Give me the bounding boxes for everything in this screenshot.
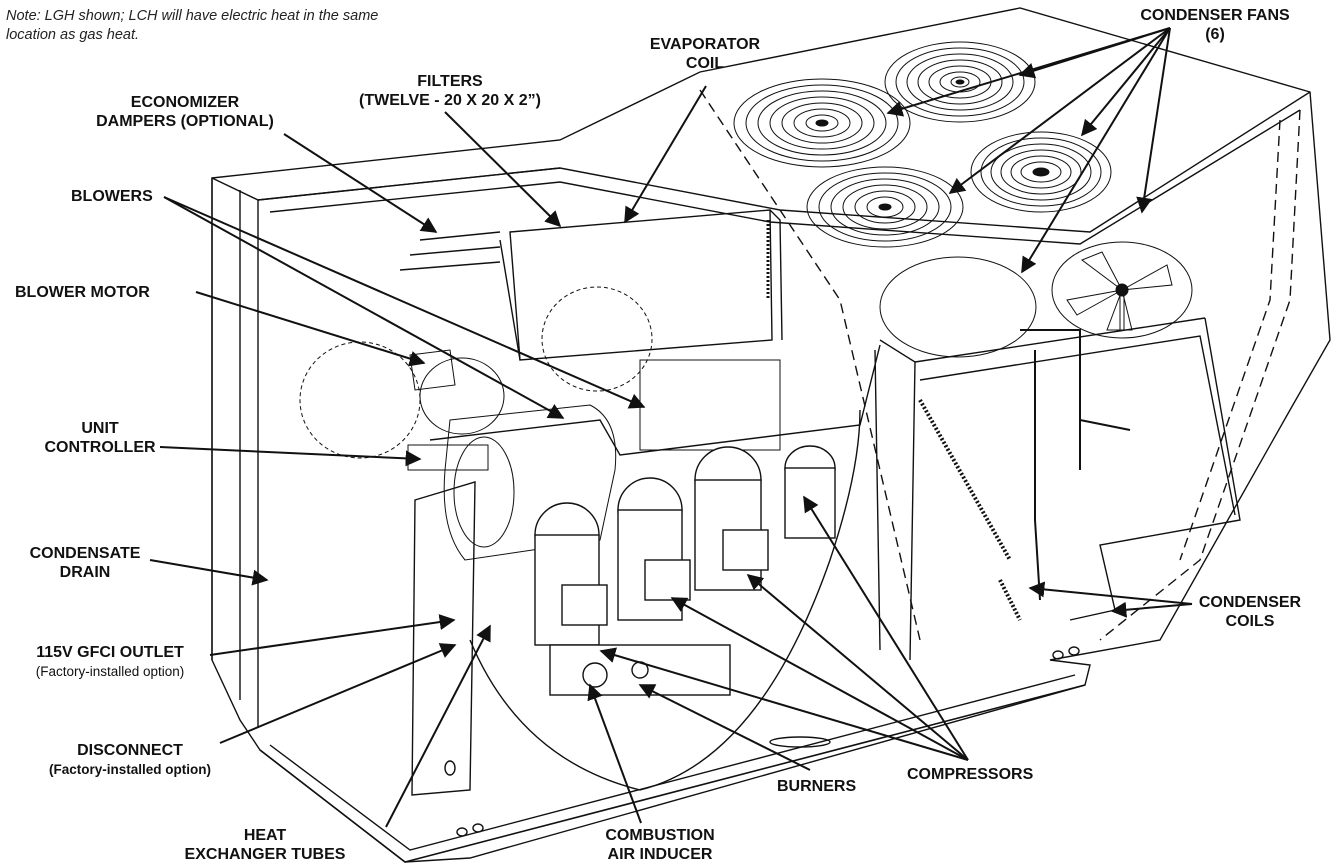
base-hole <box>1052 650 1064 660</box>
arrow-compressors <box>670 597 969 761</box>
label-unit-controller: UNIT CONTROLLER <box>44 420 156 456</box>
arrow-economizer <box>283 133 438 233</box>
arrow-condenser-fans <box>948 27 1171 194</box>
label-blowers: BLOWERS <box>71 188 153 205</box>
arrow-blower-motor <box>195 291 426 367</box>
label-evaporator-coil: EVAPORATOR COIL <box>649 36 761 72</box>
arrow-condenser-coils <box>1028 581 1193 605</box>
label-condenser-coils: CONDENSER COILS <box>1198 594 1302 630</box>
unit-controller-board <box>407 444 489 471</box>
control-panel <box>411 481 476 796</box>
leader-arrows <box>149 27 1193 828</box>
label-economizer: ECONOMIZER DAMPERS (OPTIONAL) <box>96 94 274 130</box>
heat-partition <box>429 344 881 456</box>
blower-motor <box>409 349 456 391</box>
diagram-note: Note: LGH shown; LCH will have electric … <box>6 7 378 45</box>
evaporator-coil-front <box>499 209 783 361</box>
arrow-condenser-fans <box>1080 27 1171 137</box>
arrow-condenser-fans <box>1018 27 1171 79</box>
condenser-coil-edge <box>1099 109 1301 641</box>
note-line-1: Note: LGH shown; LCH will have electric … <box>6 8 379 24</box>
compressor <box>784 445 836 539</box>
center-partition <box>874 339 916 661</box>
label-disconnect: DISCONNECT (Factory-installed option) <box>49 742 211 777</box>
arrow-evaporator-coil <box>624 85 707 224</box>
arrow-heat-exchanger <box>385 624 491 828</box>
coil-strip-2 <box>998 579 1022 621</box>
arrow-condensate-drain <box>149 559 269 586</box>
blower-wheel <box>299 341 421 459</box>
blower-wheel <box>419 357 505 435</box>
arrow-compressors <box>746 573 969 761</box>
base-slot <box>769 736 831 748</box>
panel-hole <box>444 760 456 776</box>
compressor <box>534 502 608 646</box>
arrow-compressors <box>599 647 969 761</box>
arrow-disconnect <box>219 643 457 744</box>
base-hole <box>1068 646 1080 656</box>
cabinet-base-inner <box>269 674 1076 851</box>
compressor <box>694 446 769 591</box>
base-hole <box>456 827 468 837</box>
arrow-gfci-outlet <box>209 614 456 656</box>
label-filters: FILTERS (TWELVE - 20 X 20 X 2”) <box>359 73 541 109</box>
coil-strip <box>918 399 1012 561</box>
condenser-fan <box>733 78 911 168</box>
compressors <box>534 445 836 696</box>
label-gfci-outlet: 115V GFCI OUTLET (Factory-installed opti… <box>35 644 185 679</box>
blower-housing <box>443 404 617 561</box>
condenser-coil-edge-2 <box>1179 119 1281 561</box>
condenser-fan <box>884 41 1036 123</box>
arrow-blowers <box>163 196 646 409</box>
condenser-fan-blade <box>1051 241 1193 339</box>
condenser-fan <box>970 131 1112 213</box>
top-rim <box>257 91 1311 233</box>
condenser-fan <box>806 166 964 248</box>
label-compressors: COMPRESSORS <box>907 766 1034 783</box>
condenser-fan-opening <box>879 256 1037 358</box>
arrow-condenser-fans <box>1021 27 1171 274</box>
compressor <box>617 477 691 621</box>
base-hole <box>472 823 484 833</box>
arrow-burners <box>638 684 811 771</box>
label-blower-motor: BLOWER MOTOR <box>15 284 150 301</box>
filter-rack <box>399 231 501 271</box>
label-combustion-inducer: COMBUSTION AIR INDUCER <box>605 827 715 863</box>
note-line-2: location as gas heat. <box>6 27 140 43</box>
label-condensate-drain: CONDENSATE DRAIN <box>29 545 141 581</box>
unit-cabinet <box>211 7 1331 863</box>
arrow-blowers <box>163 196 565 419</box>
arrow-unit-controller <box>159 446 422 467</box>
burner-assembly <box>549 644 731 696</box>
right-inner <box>919 335 1236 516</box>
label-condenser-fans: CONDENSER FANS (6) <box>1140 7 1290 43</box>
interior-components <box>299 220 1131 621</box>
arrow-condenser-fans <box>1136 27 1171 214</box>
cabinet-top-outline <box>211 7 1331 863</box>
arrow-condenser-coils <box>1110 601 1193 618</box>
arrow-combustion-inducer <box>587 683 642 824</box>
evaporator-coil-box <box>509 209 773 361</box>
piping <box>1020 329 1131 601</box>
condenser-coil-edge-3 <box>699 89 921 641</box>
heat-section-curve <box>469 409 861 791</box>
arrow-filters <box>444 111 562 228</box>
arrow-compressors <box>803 495 969 761</box>
blower-wheel <box>541 286 653 392</box>
condenser-fans <box>733 41 1193 358</box>
label-burners: BURNERS <box>777 778 857 795</box>
label-heat-exchanger: HEAT EXCHANGER TUBES <box>184 827 346 863</box>
control-board <box>639 359 781 451</box>
blower-outlet <box>453 436 515 548</box>
cabinet-base <box>259 684 1086 863</box>
left-panel <box>211 178 259 728</box>
right-compartment <box>914 317 1241 621</box>
